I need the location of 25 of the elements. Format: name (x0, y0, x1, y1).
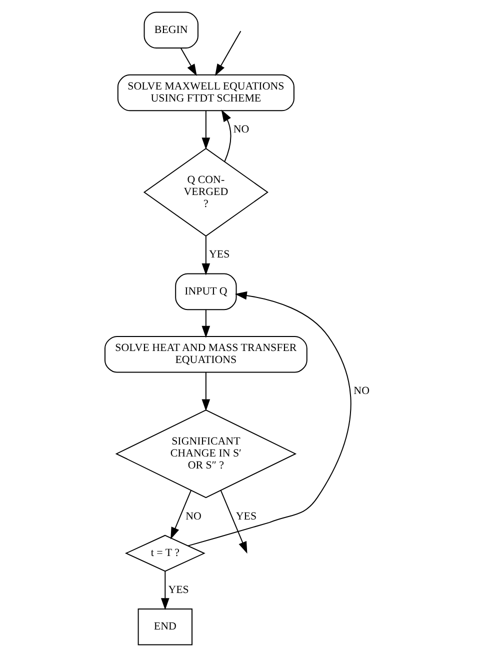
edge-label: YES (236, 510, 257, 522)
node-diamond: SIGNIFICANT CHANGE IN S′ OR S″ ? (115, 410, 297, 498)
arrow (160, 570, 170, 610)
node-box: SOLVE HEAT AND MASS TRANSFER EQUATIONS (104, 336, 308, 373)
edge-label: YES (168, 584, 189, 596)
arrow (202, 309, 210, 338)
edge-label: NO (354, 384, 370, 397)
arrow (202, 236, 210, 276)
edge-label: NO (233, 123, 250, 136)
arrow (220, 490, 248, 554)
node-box: SOLVE MAXWELL EQUATIONS USING FTDT SCHEME (117, 74, 294, 112)
arrow (202, 372, 210, 412)
node-box: BEGIN (144, 12, 198, 49)
node-box: INPUT Q (175, 273, 237, 310)
node-diamond: t = T ? (124, 534, 206, 572)
node-diamond: Q CON- VERGED ? (143, 148, 268, 237)
arrow (221, 110, 232, 162)
node-box: END (138, 608, 192, 646)
edge-label: NO (186, 510, 202, 522)
arrow (188, 291, 352, 546)
arrow (170, 490, 192, 540)
arrow (180, 48, 197, 76)
arrow (202, 110, 210, 150)
arrow (214, 30, 242, 76)
edge-label: YES (209, 248, 230, 261)
